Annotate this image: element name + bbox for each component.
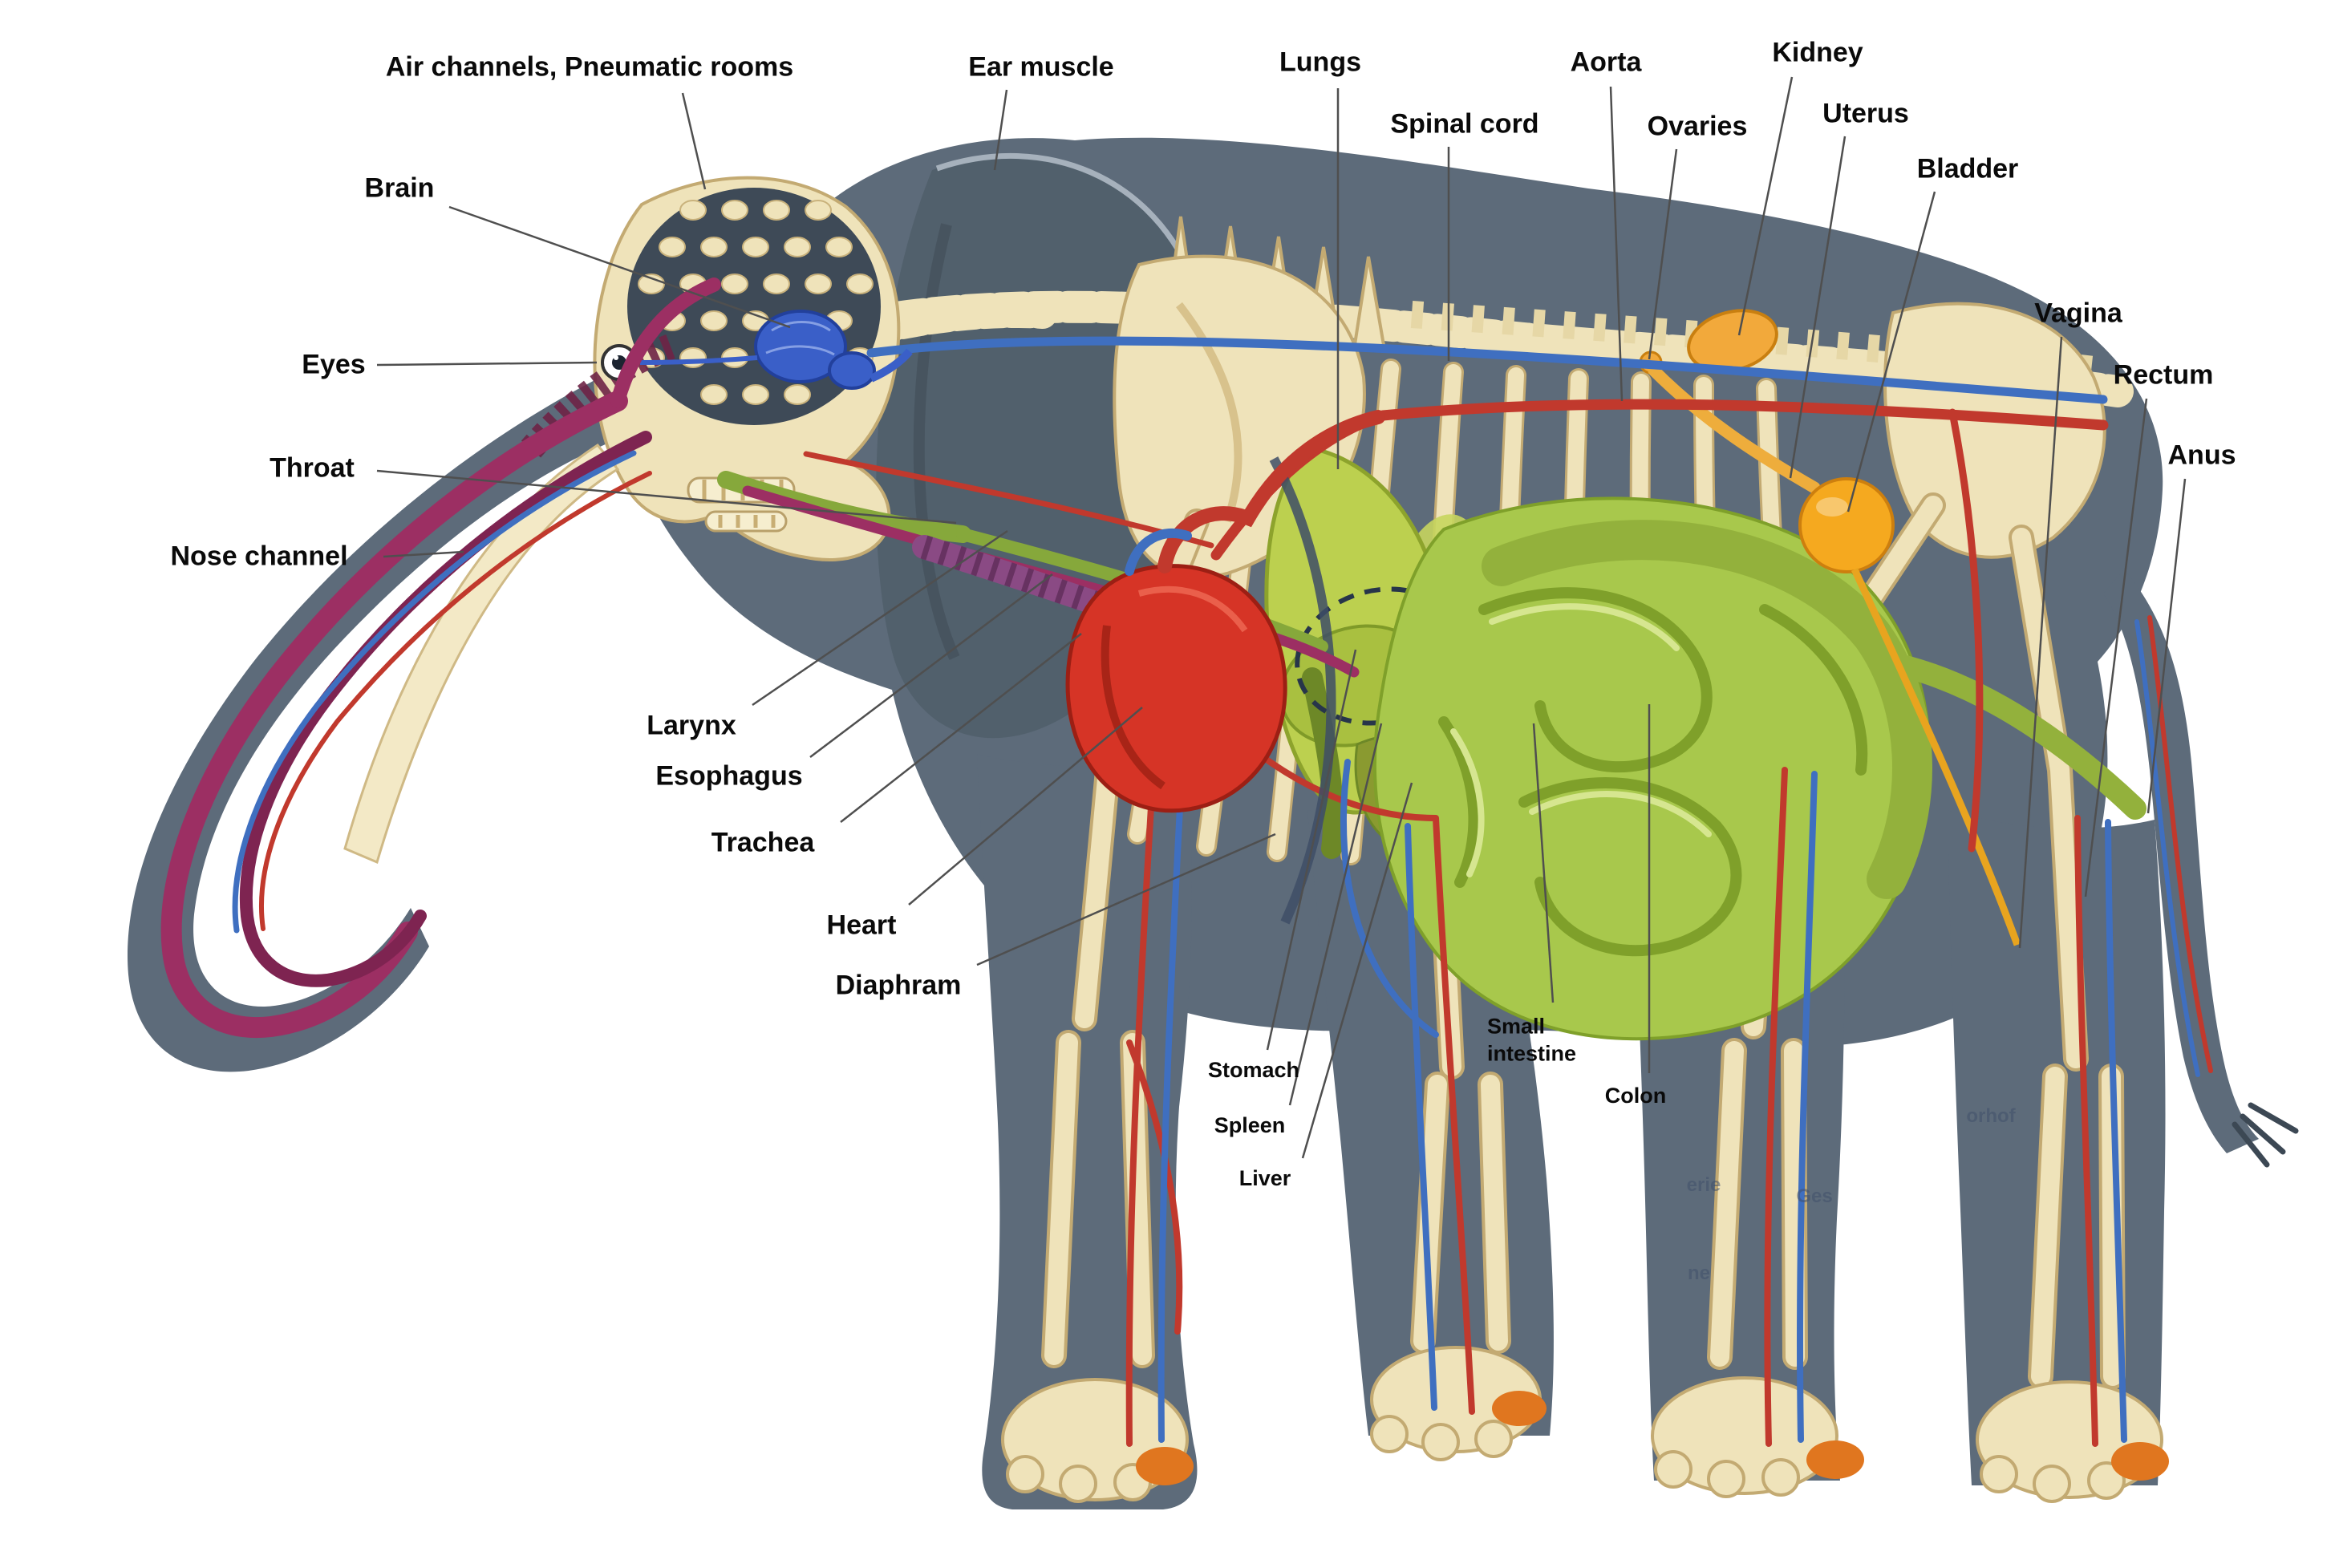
neck-vertebrae [861,299,1057,345]
scapula-ridge [1176,302,1242,523]
bladder-highlight [1816,497,1848,517]
label-liver: Liver [1238,1165,1291,1190]
label-aorta: Aorta [1570,47,1642,78]
intestines-shape [1372,496,1931,1041]
toe-bones [1006,1415,2126,1503]
intestine-coils [1438,587,1868,957]
front-organs [160,278,1385,1039]
label-diaphram: Diaphram [835,970,962,1001]
toenail-pads [1136,1391,2169,1485]
spinous-processes [1410,301,2103,384]
intestine-highlights [1450,603,1712,877]
nose-channel-outer [160,391,628,1039]
label-bladder: Bladder [1916,153,2019,184]
leader-lines [376,76,2187,1159]
heart-highlight [1137,585,1248,633]
air-channels-honeycomb [638,200,874,405]
label-larynx: Larynx [647,710,736,741]
ear-fold [913,223,960,660]
label-ear-muscle: Ear muscle [968,51,1114,83]
leg-veins [1157,743,2127,1443]
label-kidney: Kidney [1772,37,1863,68]
label-rectum: Rectum [2113,359,2214,391]
spinal-cord-line [866,336,2108,404]
trunk-artery [259,471,652,931]
tail-artery [2147,615,2213,1073]
nasal-passage-head [610,278,721,408]
heart-shape [1065,564,1287,813]
trunk-vein [232,450,637,934]
label-heart: Heart [826,910,897,941]
label-throat: Throat [270,452,355,484]
label-vagina: Vagina [2034,298,2122,329]
urethra-vagina-canal [1851,568,2021,946]
uterus-shape [1648,364,1821,494]
tail-vein [2134,619,2200,1077]
leg-arteries [1125,703,2098,1447]
bladder-shape [1798,477,1895,573]
label-colon: Colon [1604,1083,1667,1108]
label-spleen: Spleen [1214,1112,1286,1137]
label-eyes: Eyes [302,349,366,380]
label-ovaries: Ovaries [1647,111,1748,142]
faint-text-remnant: Ges [1796,1185,1833,1207]
label-esophagus: Esophagus [655,760,803,792]
label-uterus: Uterus [1822,98,1909,129]
label-spinal-cord: Spinal cord [1390,108,1539,140]
label-lungs: Lungs [1279,47,1361,78]
pulmonary-vessel [1125,528,1192,576]
brain-shape [639,310,913,390]
label-air-channels: Air channels, Pneumatic rooms [385,51,794,83]
colon-band [1482,520,1932,899]
faint-text-remnant: erie [1686,1174,1721,1196]
trachea-rings [920,535,1223,655]
label-small-intestine: Small intestine [1487,1014,1577,1065]
iliac-artery [1948,408,1984,853]
label-nose-channel: Nose channel [170,541,348,572]
nose-channel-inner [239,431,652,987]
label-anus: Anus [2167,440,2236,471]
label-trachea: Trachea [711,827,815,858]
tail-tuft [2232,1102,2299,1168]
label-brain: Brain [364,172,435,204]
tail-shape [2103,569,2259,1153]
pelvis [1883,302,2106,559]
heart-shading [1101,625,1165,790]
organs [1264,309,2146,1041]
label-stomach: Stomach [1207,1057,1300,1082]
rectum-shape [1891,654,2146,820]
carotid-artery [803,451,1214,549]
faint-text-remnant: orhof [1966,1105,2016,1127]
faint-text-remnant: ne [1687,1262,1711,1284]
